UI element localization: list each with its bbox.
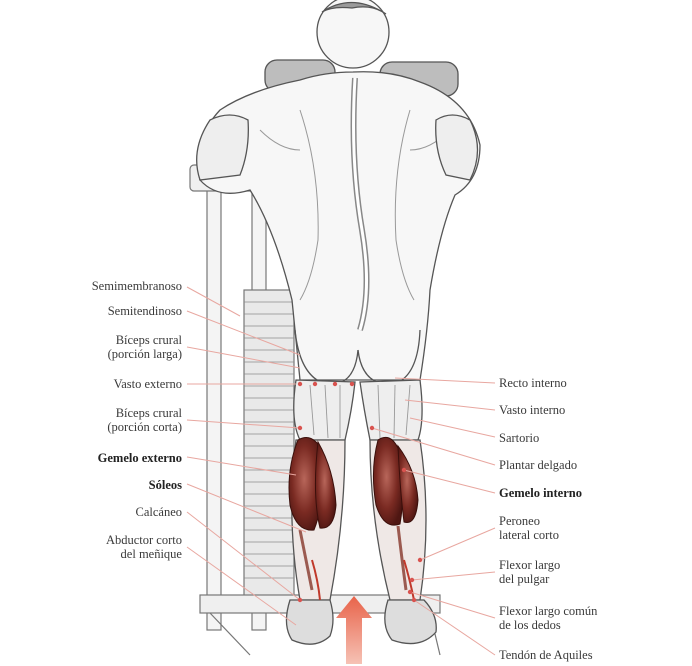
- label-semitendinoso: Semitendinoso: [107, 304, 182, 318]
- marker-dots: [297, 381, 423, 603]
- label-semimembranoso: Semimembranoso: [91, 279, 182, 293]
- label-recto-interno: Recto interno: [499, 376, 567, 390]
- label-sartorio: Sartorio: [499, 431, 540, 445]
- label-biceps-crural-corta-line1: Bíceps crural: [115, 406, 182, 420]
- label-flexor-dedos-line1: Flexor largo común: [499, 604, 598, 618]
- push-arrow: [336, 596, 372, 664]
- leader-lines: [186, 286, 496, 656]
- label-gemelo-interno: Gemelo interno: [499, 486, 582, 500]
- body-figure: [196, 0, 481, 645]
- label-soleos: Sóleos: [148, 478, 182, 492]
- label-vasto-interno: Vasto interno: [499, 403, 566, 417]
- calf-muscles: [288, 436, 419, 601]
- label-flexor-pulgar-line2: del pulgar: [499, 572, 550, 586]
- label-abductor-line1: Abductor corto: [105, 533, 182, 547]
- gemelo-interno-muscle: [372, 436, 404, 526]
- label-flexor-pulgar-line1: Flexor largo: [499, 558, 561, 572]
- gemelo-right-lateral-muscle: [397, 444, 419, 524]
- label-biceps-crural-larga-line1: Bíceps crural: [115, 333, 182, 347]
- label-biceps-crural-corta-line2: (porción corta): [107, 420, 182, 434]
- label-gemelo-externo: Gemelo externo: [97, 451, 182, 465]
- gemelo-left-medial-muscle: [314, 440, 337, 529]
- label-plantar-delgado: Plantar delgado: [499, 458, 578, 472]
- label-abductor-line2: del meñique: [120, 547, 182, 561]
- label-calcaneo: Calcáneo: [135, 505, 182, 519]
- label-flexor-dedos-line2: de los dedos: [499, 618, 561, 632]
- label-vasto-externo: Vasto externo: [113, 377, 182, 391]
- label-peroneo-line2: lateral corto: [499, 528, 560, 542]
- label-tendon-aquiles: Tendón de Aquiles: [499, 648, 593, 662]
- label-biceps-crural-larga-line2: (porción larga): [107, 347, 182, 361]
- gemelo-externo-muscle: [288, 437, 324, 531]
- label-peroneo-line1: Peroneo: [499, 514, 540, 528]
